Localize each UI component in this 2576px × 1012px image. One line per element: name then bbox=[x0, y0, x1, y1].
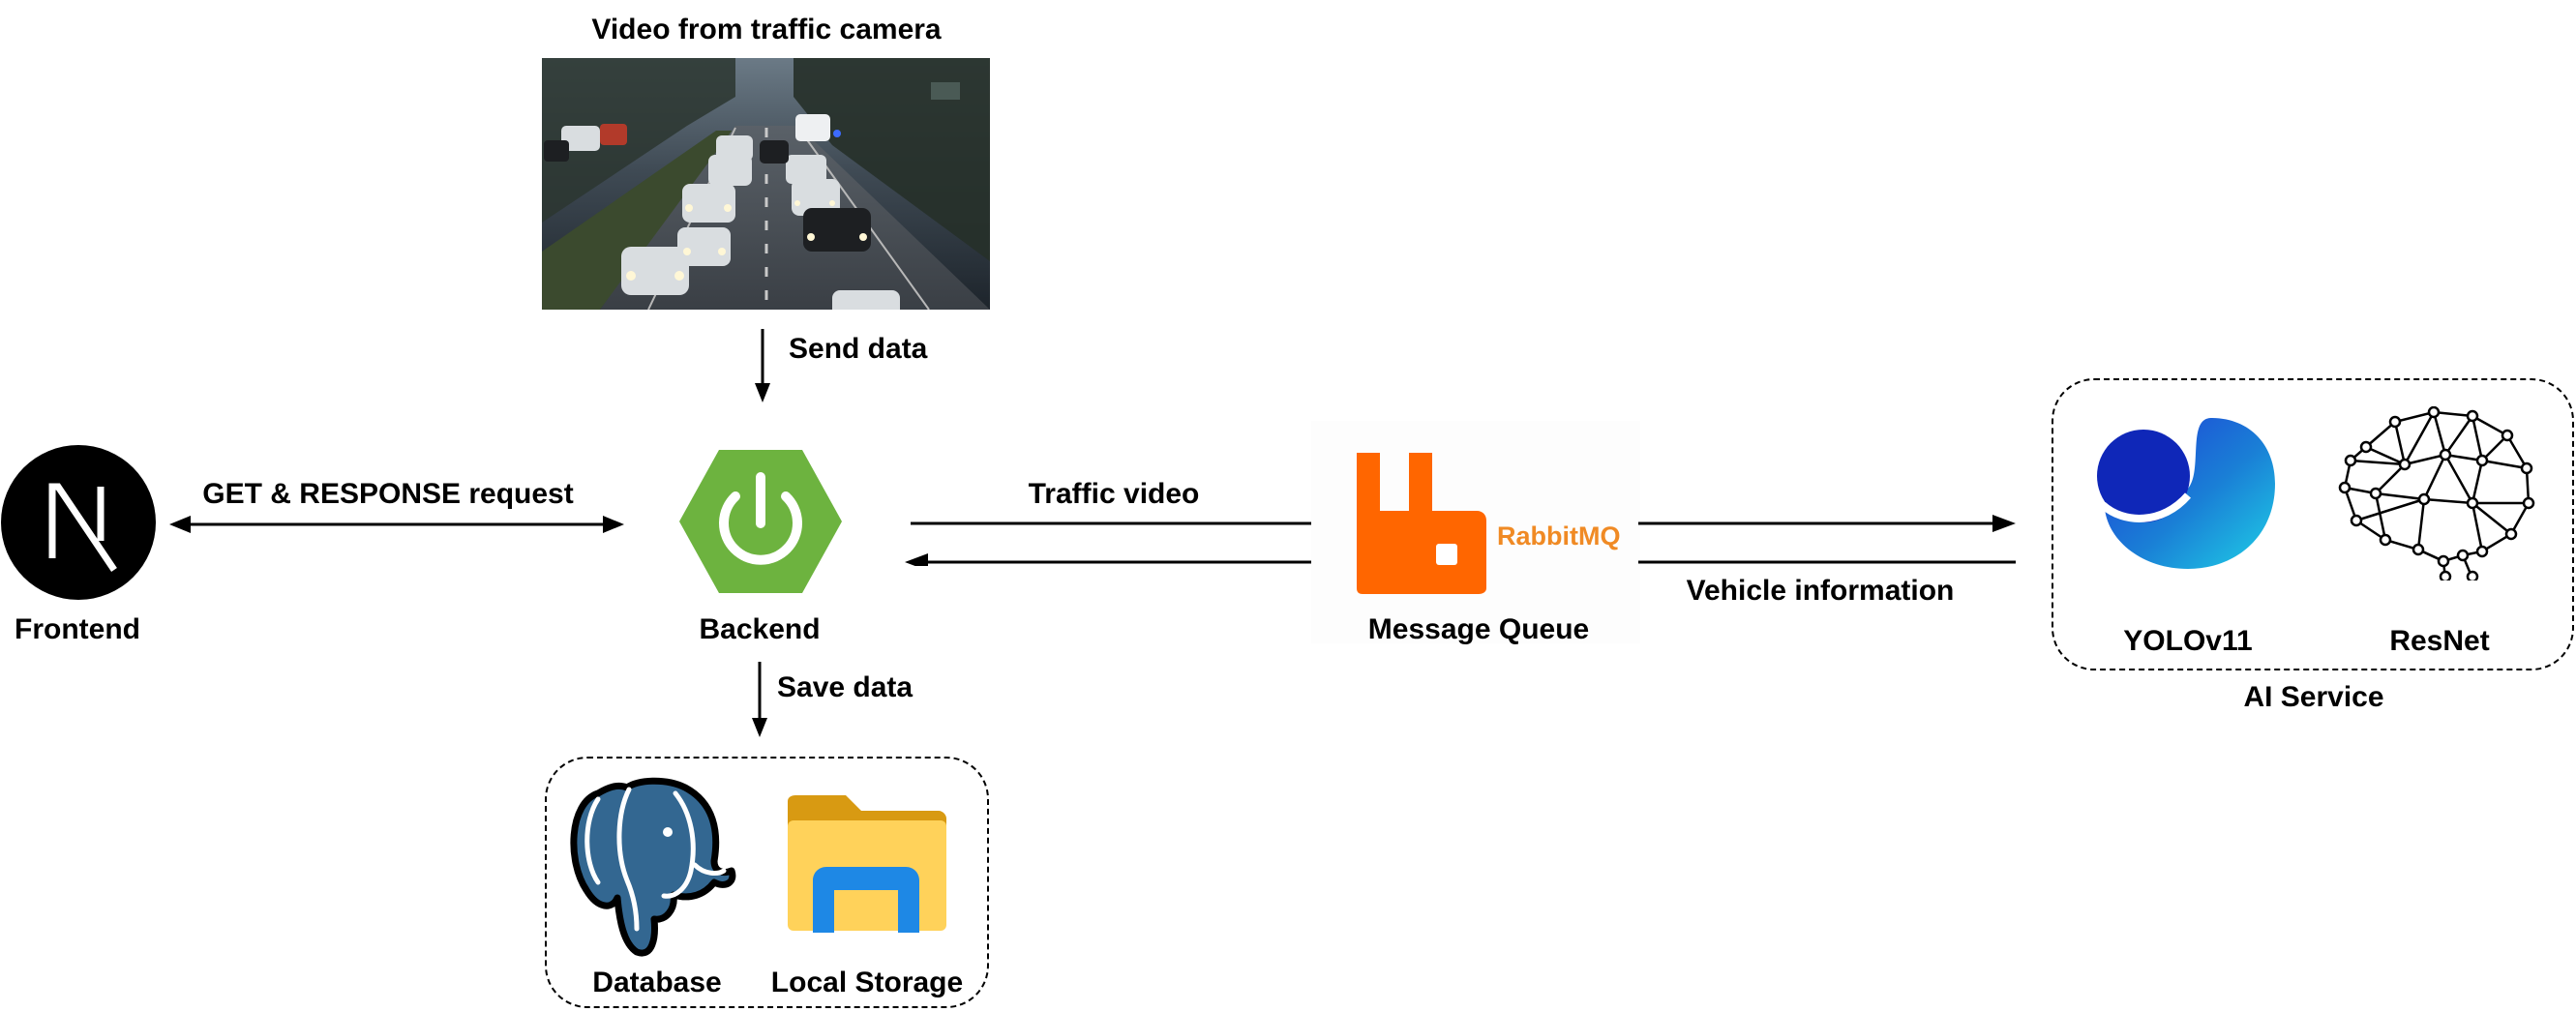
queue-backend-connector bbox=[905, 508, 1317, 566]
spring-boot-power-icon bbox=[677, 448, 844, 595]
ai-service-group-box bbox=[2052, 378, 2574, 670]
ai-service-label: AI Service bbox=[2243, 681, 2384, 713]
send-data-label: Send data bbox=[789, 333, 928, 365]
backend-label: Backend bbox=[699, 613, 821, 645]
database-label: Database bbox=[592, 967, 722, 998]
frontend-label: Frontend bbox=[15, 613, 140, 645]
storage-group-box bbox=[545, 757, 989, 1008]
yolo-logo-icon bbox=[2095, 416, 2279, 571]
yolo-label: YOLOv11 bbox=[2123, 625, 2253, 657]
get-response-label: GET & RESPONSE request bbox=[202, 478, 574, 510]
local-storage-label: Local Storage bbox=[770, 967, 964, 998]
folder-icon bbox=[784, 795, 948, 933]
get-response-arrow bbox=[169, 510, 624, 539]
message-queue-label: Message Queue bbox=[1367, 613, 1590, 645]
queue-ai-connector bbox=[1638, 508, 2016, 566]
resnet-label: ResNet bbox=[2389, 625, 2490, 657]
save-data-arrow bbox=[748, 662, 771, 737]
send-data-arrow bbox=[751, 329, 774, 402]
traffic-camera-image bbox=[542, 58, 990, 310]
nextjs-logo-icon bbox=[0, 444, 157, 601]
rabbitmq-logo-icon bbox=[1353, 453, 1488, 594]
camera-title: Video from traffic camera bbox=[591, 14, 942, 45]
neural-brain-icon bbox=[2337, 406, 2540, 580]
vehicle-information-label: Vehicle information bbox=[1686, 575, 1955, 607]
traffic-video-label: Traffic video bbox=[1028, 478, 1200, 510]
postgresql-elephant-icon bbox=[559, 774, 743, 958]
rabbitmq-logo-text: RabbitMQ bbox=[1497, 521, 1621, 551]
save-data-label: Save data bbox=[777, 671, 914, 703]
